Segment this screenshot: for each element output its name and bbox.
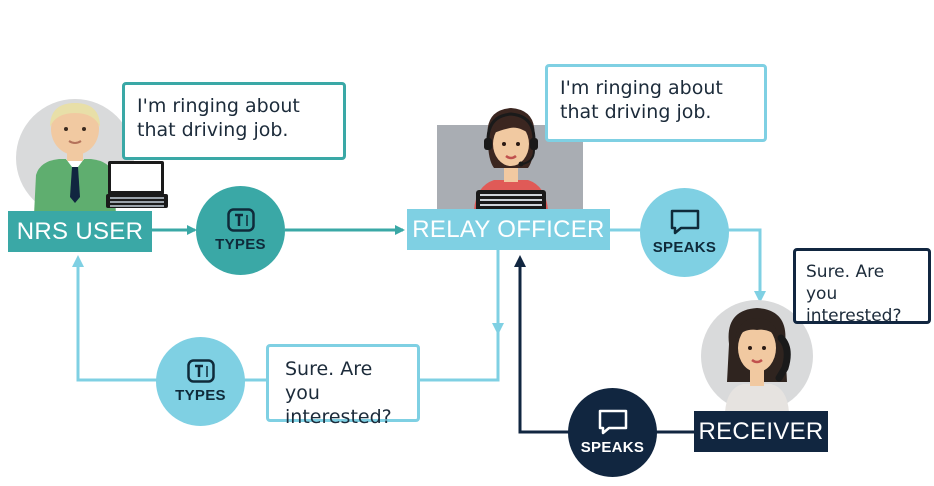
relay-officer-label: RELAY OFFICER xyxy=(407,209,610,250)
reply-speech-bubble: Sure. Are you interested? xyxy=(266,344,420,428)
nrs-user-label: NRS USER xyxy=(8,211,152,252)
receiver-speech-bubble: Sure. Are you interested? xyxy=(793,248,931,326)
speaks-action-bottom-label: SPEAKS xyxy=(580,439,645,456)
nrs-user-speech-bubble: I'm ringing about that driving job. xyxy=(122,82,346,160)
types-action-top-label: TYPES xyxy=(215,236,266,253)
nrs-user-speech-text: I'm ringing about that driving job. xyxy=(137,95,300,141)
speech-bubble-icon xyxy=(670,209,699,235)
speaks-action-top: SPEAKS xyxy=(640,188,729,277)
types-action-bottom: TYPES xyxy=(156,337,245,426)
receiver-avatar xyxy=(699,298,815,414)
speaks-action-top-label: SPEAKS xyxy=(652,239,717,256)
speech-bubble-icon xyxy=(598,409,627,435)
types-action-bottom-label: TYPES xyxy=(175,387,226,404)
receiver-speech-text: Sure. Are you interested? xyxy=(806,262,902,326)
relay-officer-speech-bubble: I'm ringing about that driving job. xyxy=(545,64,767,142)
speaks-action-bottom: SPEAKS xyxy=(568,388,657,477)
keyboard-icon xyxy=(476,190,546,212)
relay-officer-label-text: RELAY OFFICER xyxy=(412,215,605,243)
receiver-label-text: RECEIVER xyxy=(698,417,824,445)
laptop-icon xyxy=(106,160,168,210)
nrs-user-label-text: NRS USER xyxy=(16,217,144,245)
receiver-label: RECEIVER xyxy=(694,411,828,452)
text-type-icon xyxy=(226,208,255,232)
types-action-top: TYPES xyxy=(196,186,285,275)
reply-speech-text: Sure. Are you interested? xyxy=(285,358,392,428)
relay-officer-speech-text: I'm ringing about that driving job. xyxy=(560,77,723,123)
nrs-user-avatar xyxy=(14,97,136,219)
text-type-icon xyxy=(186,359,215,383)
